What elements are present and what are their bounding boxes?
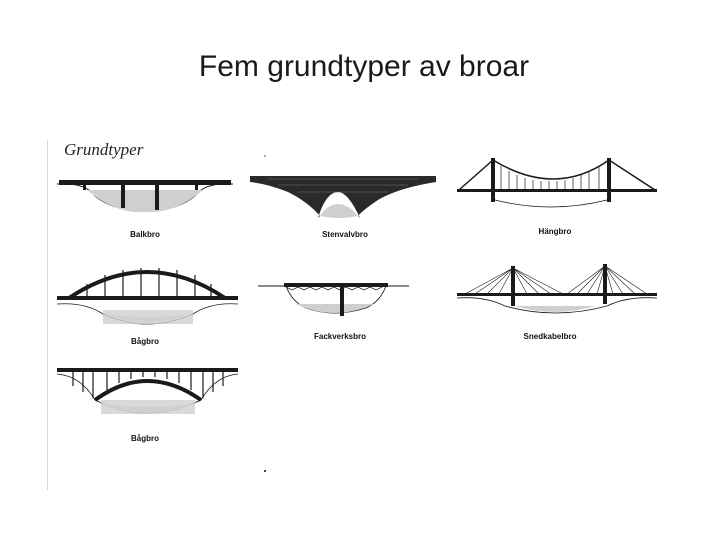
truss-deck xyxy=(284,283,388,287)
truss-pier xyxy=(340,286,344,316)
deck-arch-deck xyxy=(57,368,238,372)
deck-arch-panel xyxy=(55,364,240,426)
figure-frame-line xyxy=(47,140,48,490)
stone-arch-diagram xyxy=(250,176,436,218)
tied-arch-rib xyxy=(67,270,227,300)
deck-arch-columns xyxy=(72,372,224,398)
cable-stayed-pylon xyxy=(511,266,515,306)
beam-bridge-diagram xyxy=(56,180,234,213)
caption-stone-arch: Stenvalvbro xyxy=(322,230,368,239)
caption-suspension: Hängbro xyxy=(538,227,572,236)
beam-bridge-pier xyxy=(121,180,125,208)
beam-bridge-water xyxy=(87,190,203,213)
stone-arch-masonry xyxy=(268,178,418,193)
cable-stayed-deck xyxy=(457,293,657,296)
cable-stayed-panel xyxy=(455,262,660,322)
deck-arch-rib xyxy=(93,379,203,402)
beam-bridge-deck xyxy=(59,180,231,185)
truss-diagram xyxy=(258,283,409,316)
caption-cable-stayed: Snedkabelbro xyxy=(523,332,577,341)
truss-web xyxy=(285,286,383,291)
slide-title: Fem grundtyper av broar xyxy=(198,50,530,83)
caption-tied-arch: Bågbro xyxy=(131,337,159,346)
suspension-panel xyxy=(455,150,660,215)
caption-truss: Fackverksbro xyxy=(313,332,367,341)
tied-arch-panel xyxy=(55,258,240,333)
beam-bridge-pier xyxy=(195,180,198,190)
suspension-deck xyxy=(457,189,657,192)
beam-bridge-panel xyxy=(55,170,235,220)
caption-beam-bridge: Balkbro xyxy=(130,230,160,239)
deck-arch-diagram xyxy=(56,368,239,414)
suspension-hangers xyxy=(500,166,600,190)
stone-arch-body xyxy=(250,176,436,218)
truss-valley xyxy=(258,285,409,314)
figure-frame-dot xyxy=(264,470,266,472)
truss-water xyxy=(296,304,374,313)
suspension-diagram xyxy=(457,158,657,208)
figure-frame-dot xyxy=(264,155,266,157)
figure-heading: Grundtyper xyxy=(64,140,144,159)
cable-stayed-water xyxy=(515,306,595,312)
suspension-main-cable xyxy=(458,159,656,191)
cable-stayed-valley xyxy=(456,297,658,314)
caption-deck-arch: Bågbro xyxy=(131,434,159,443)
beam-bridge-pier xyxy=(155,180,159,210)
cable-stayed-stays xyxy=(464,265,648,295)
beam-bridge-pier xyxy=(83,180,86,190)
truss-panel xyxy=(256,278,411,328)
tied-arch-deck xyxy=(57,296,238,300)
suspension-pylon xyxy=(491,158,495,202)
suspension-pylon xyxy=(607,158,611,202)
suspension-water xyxy=(494,199,608,208)
tied-arch-diagram xyxy=(56,268,239,325)
cable-stayed-pylon xyxy=(603,264,607,304)
tied-arch-water-fill xyxy=(103,310,193,324)
cable-stayed-diagram xyxy=(456,264,658,314)
stone-arch-panel xyxy=(248,170,438,225)
stone-arch-water xyxy=(320,204,358,218)
deck-arch-water-fill xyxy=(101,400,195,414)
tied-arch-hangers xyxy=(86,268,212,298)
